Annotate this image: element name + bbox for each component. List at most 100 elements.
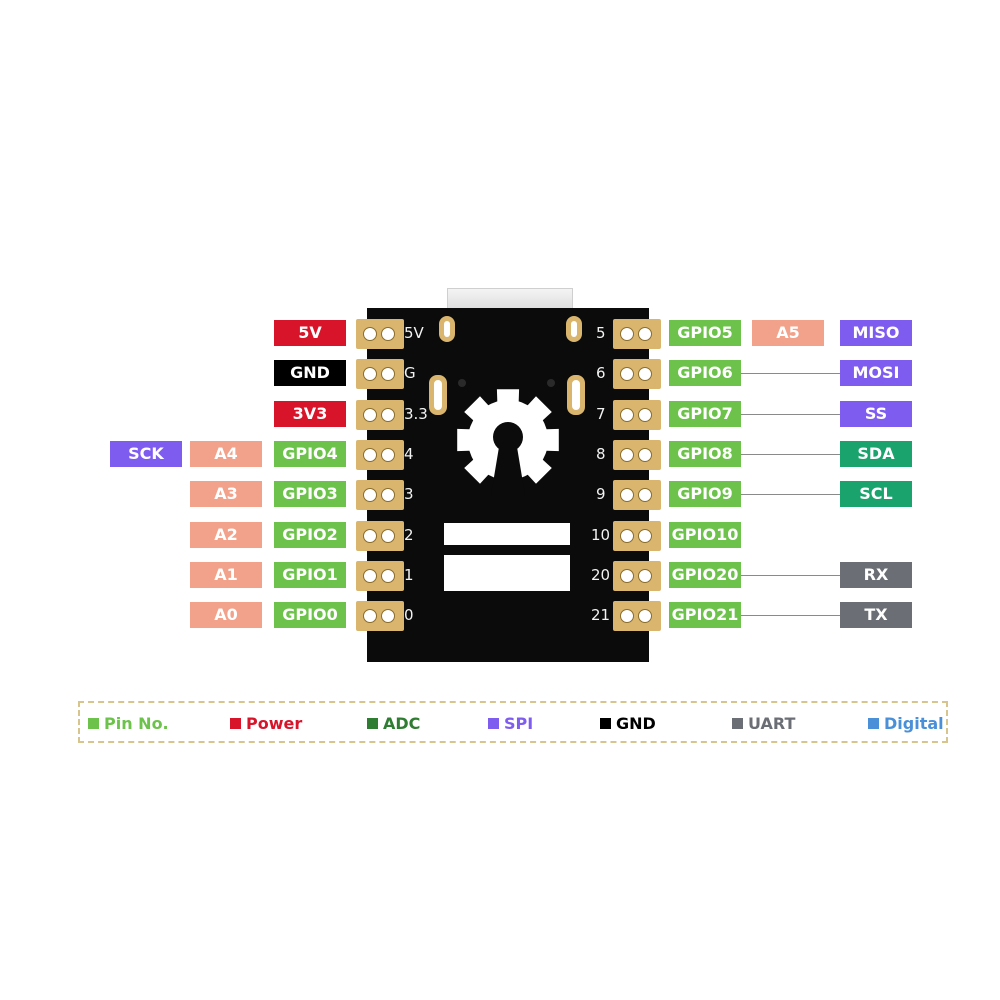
left-pin-number: 4	[404, 445, 414, 463]
left-pin-number: G	[404, 364, 416, 382]
connector-line	[741, 373, 841, 374]
right-pad-3	[613, 440, 661, 470]
pad-hole	[638, 327, 652, 341]
right-gpio-label: GPIO8	[669, 441, 741, 467]
pad-hole	[381, 327, 395, 341]
pad-hole	[638, 448, 652, 462]
legend: Pin No. Power ADC SPI GND UART Digital	[78, 701, 948, 743]
mounting-slot	[567, 375, 585, 415]
gear-notch	[491, 447, 525, 495]
func-label: TX	[840, 602, 912, 628]
right-pad-2	[613, 400, 661, 430]
legend-swatch	[732, 718, 743, 729]
legend-label: Power	[246, 714, 303, 733]
legend-item: GND	[600, 713, 656, 735]
silkscreen-box	[444, 555, 570, 591]
pad-hole	[363, 569, 377, 583]
led-dot	[547, 379, 555, 387]
mounting-slot	[439, 316, 455, 342]
pad-hole	[363, 367, 377, 381]
legend-item: UART	[732, 713, 795, 735]
right-pin-number: 9	[596, 485, 606, 503]
legend-label: UART	[748, 714, 796, 733]
right-gpio-label: GPIO5	[669, 320, 741, 346]
left-pad-5	[356, 521, 404, 551]
left-main-label: GPIO4	[274, 441, 346, 467]
func-label: SS	[840, 401, 912, 427]
led-dot	[458, 379, 466, 387]
left-pin-number: 5V	[404, 324, 424, 342]
adc-label: A4	[190, 441, 262, 467]
adc-label: A2	[190, 522, 262, 548]
right-gpio-label: GPIO21	[669, 602, 741, 628]
legend-label: ADC	[383, 714, 421, 733]
right-gpio-label: GPIO6	[669, 360, 741, 386]
right-gpio-label: GPIO10	[669, 522, 741, 548]
gear-hole	[493, 422, 523, 452]
right-pin-number: 6	[596, 364, 606, 382]
pad-hole	[620, 408, 634, 422]
right-pin-number: 10	[591, 526, 611, 544]
legend-swatch	[230, 718, 241, 729]
right-pad-5	[613, 521, 661, 551]
left-pad-7	[356, 601, 404, 631]
right-pin-number: 7	[596, 405, 606, 423]
connector-line	[741, 454, 841, 455]
pad-hole	[363, 529, 377, 543]
func-label: SDA	[840, 441, 912, 467]
pad-hole	[363, 609, 377, 623]
right-pad-0	[613, 319, 661, 349]
legend-item: Power	[230, 713, 302, 735]
pad-hole	[620, 569, 634, 583]
usb-c-connector	[447, 288, 573, 311]
pad-hole	[620, 327, 634, 341]
legend-item: ADC	[367, 713, 420, 735]
right-pad-4	[613, 480, 661, 510]
legend-item: SPI	[488, 713, 533, 735]
right-gpio-label: GPIO7	[669, 401, 741, 427]
legend-label: GND	[616, 714, 656, 733]
pad-hole	[638, 529, 652, 543]
connector-line	[741, 414, 841, 415]
left-pad-1	[356, 359, 404, 389]
legend-label: Pin No.	[104, 714, 169, 733]
pad-hole	[381, 569, 395, 583]
func-label: SCL	[840, 481, 912, 507]
spi-label: SCK	[110, 441, 182, 467]
pad-hole	[620, 609, 634, 623]
legend-item: Pin No.	[88, 713, 169, 735]
silkscreen-box	[444, 523, 570, 545]
pad-hole	[381, 367, 395, 381]
pad-hole	[620, 529, 634, 543]
legend-label: SPI	[504, 714, 534, 733]
left-pin-number: 3.3	[404, 405, 428, 423]
right-pad-1	[613, 359, 661, 389]
pad-hole	[381, 529, 395, 543]
pad-hole	[638, 488, 652, 502]
right-gpio-label: GPIO9	[669, 481, 741, 507]
pad-hole	[363, 327, 377, 341]
right-pad-6	[613, 561, 661, 591]
pad-hole	[638, 569, 652, 583]
right-pad-7	[613, 601, 661, 631]
left-main-label: 5V	[274, 320, 346, 346]
left-main-label: GPIO2	[274, 522, 346, 548]
left-pin-number: 0	[404, 606, 414, 624]
pad-hole	[620, 448, 634, 462]
mounting-slot	[429, 375, 447, 415]
connector-line	[741, 494, 841, 495]
left-pin-number: 3	[404, 485, 414, 503]
connector-line	[741, 575, 841, 576]
adc-label: A5	[752, 320, 824, 346]
adc-label: A1	[190, 562, 262, 588]
pad-hole	[381, 448, 395, 462]
adc-label: A0	[190, 602, 262, 628]
pad-hole	[620, 488, 634, 502]
legend-swatch	[868, 718, 879, 729]
right-pin-number: 5	[596, 324, 606, 342]
pad-hole	[638, 609, 652, 623]
pad-hole	[381, 488, 395, 502]
pad-hole	[363, 488, 377, 502]
legend-label: Digital	[884, 714, 944, 733]
